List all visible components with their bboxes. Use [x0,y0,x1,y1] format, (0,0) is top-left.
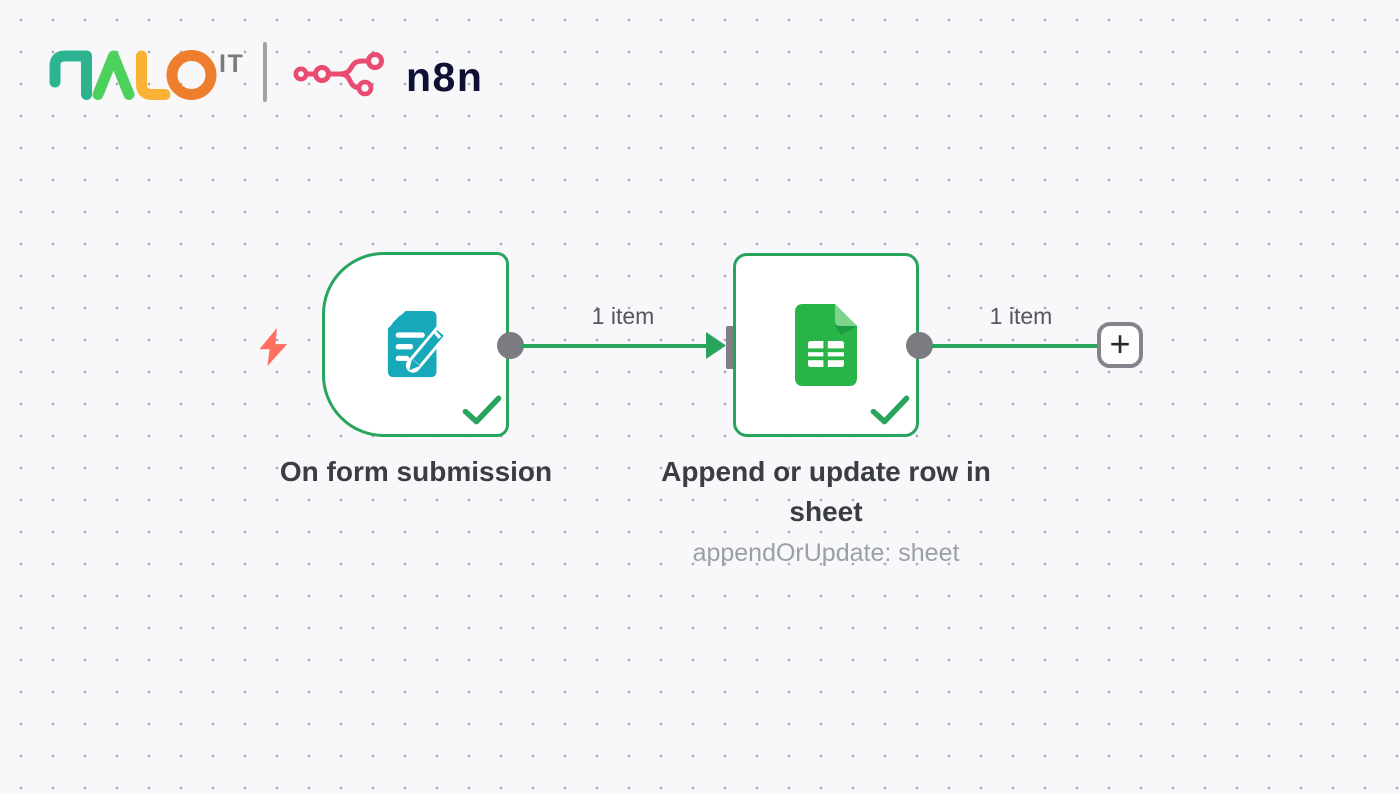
connection-arrow-icon [706,332,726,359]
connection-line[interactable] [931,344,1097,348]
success-check-icon [462,395,502,425]
palo-letter-o [166,50,217,100]
add-node-button[interactable]: + [1097,322,1143,368]
output-endpoint[interactable] [906,332,933,359]
output-endpoint[interactable] [497,332,524,359]
palo-letter-a [92,50,135,100]
node-title: On form submission [279,456,553,487]
plus-icon: + [1109,322,1131,364]
node-title: Append or update row in sheet [661,456,991,527]
palo-letter-p [49,50,92,100]
connection-line[interactable] [522,344,710,348]
palo-it-logo [49,50,217,100]
logo-divider [263,42,267,102]
palo-letter-l [136,50,171,100]
form-pencil-icon [387,310,452,378]
success-check-icon [870,395,910,425]
palo-it-suffix: IT [219,50,245,78]
connection-items-label: 1 item [989,303,1053,329]
n8n-logo-icon [293,52,384,97]
n8n-wordmark: n8n [406,54,484,100]
connection-items-label: 1 item [591,303,655,329]
lightning-bolt-icon [259,328,288,366]
google-sheets-icon [795,304,857,386]
node-subtitle: appendOrUpdate: sheet [692,539,960,567]
